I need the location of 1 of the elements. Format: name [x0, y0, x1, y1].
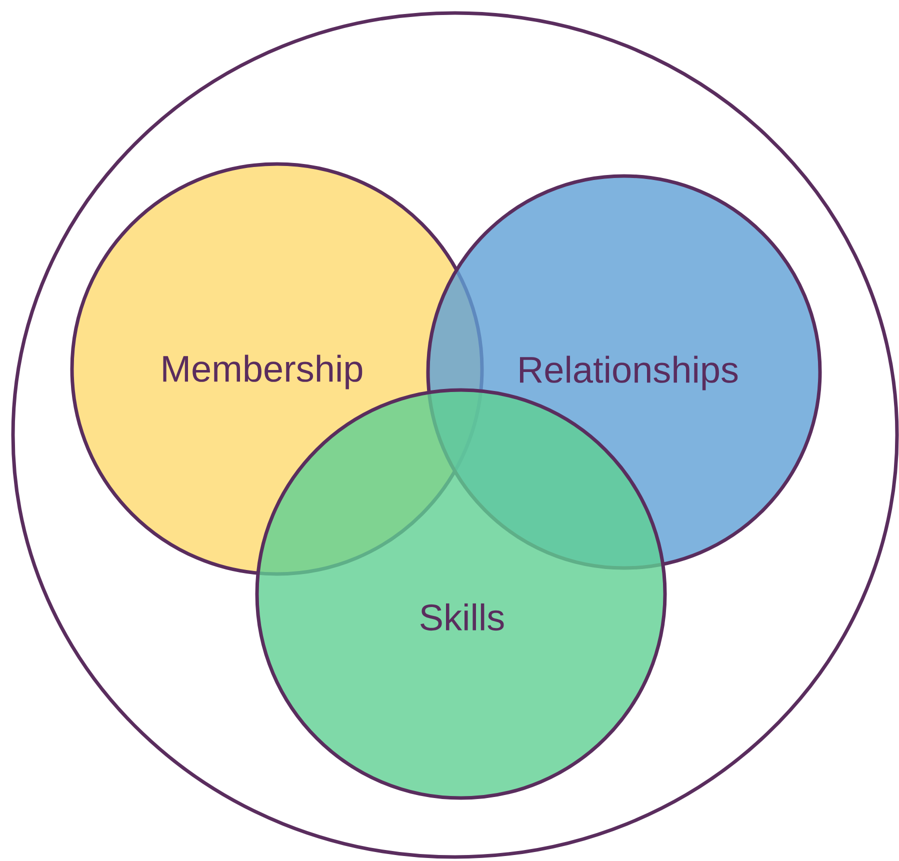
outer-circle	[11, 11, 899, 859]
